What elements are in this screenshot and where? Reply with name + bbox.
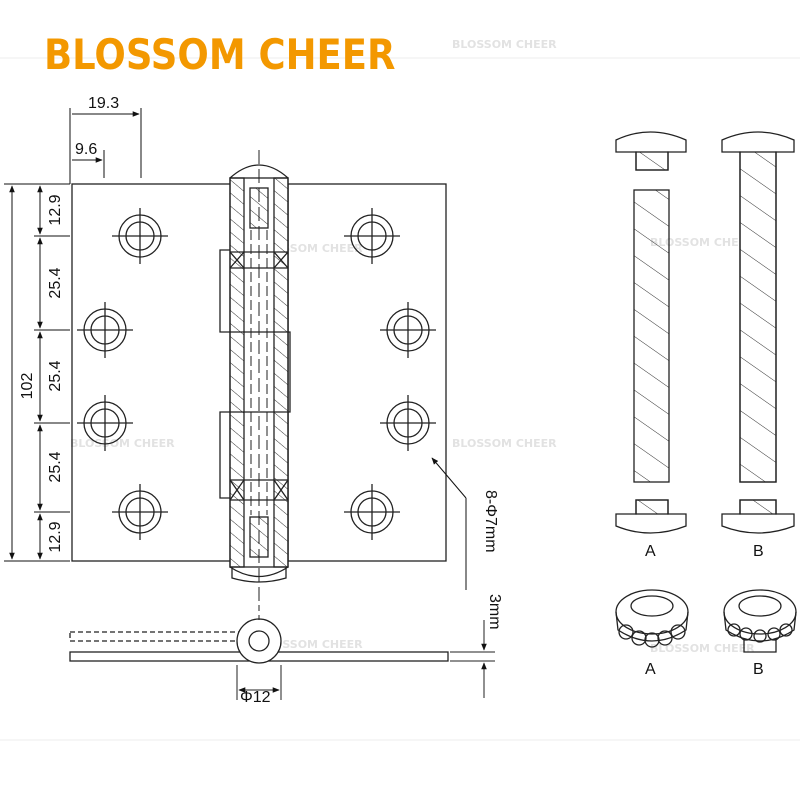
screw-hole — [77, 302, 133, 358]
watermark-text: BLOSSOM CHEER — [650, 236, 755, 249]
screw-hole — [112, 484, 168, 540]
brand-title: BLOSSOM CHEER — [44, 30, 396, 79]
washer-a-label: A — [645, 661, 656, 678]
dim-segment-1: 25.4 — [47, 267, 64, 298]
washer-a — [615, 589, 689, 648]
pin-a-label: A — [645, 543, 656, 560]
dim-segment-3: 25.4 — [47, 451, 64, 482]
watermark-lines — [0, 57, 800, 741]
left-dimensions — [4, 183, 70, 562]
washer-b — [723, 589, 797, 653]
watermark-text: BLOSSOM CHEER — [452, 38, 557, 51]
hinge-side-view — [69, 595, 495, 700]
knuckle-wall-left — [229, 177, 245, 568]
washer-b-label: B — [753, 661, 764, 678]
dim-pin-diameter: Φ12 — [240, 689, 271, 706]
dim-hole-offset: 9.6 — [75, 141, 97, 158]
screw-hole — [380, 302, 436, 358]
screw-hole — [344, 484, 400, 540]
screw-hole — [344, 208, 400, 264]
screw-hole — [380, 395, 436, 451]
dim-total-height: 102 — [19, 373, 36, 400]
watermarks: BLOSSOM CHEER BLOSSOM CHEER BLOSSOM CHEE… — [70, 38, 755, 655]
watermark-text: BLOSSOM CHEER — [70, 437, 175, 450]
dim-segment-top: 12.9 — [47, 194, 64, 225]
pin-a — [615, 131, 687, 534]
dim-hole-spec: 8-Φ7mm — [482, 490, 499, 553]
pin-b-label: B — [753, 543, 764, 560]
watermark-text: BLOSSOM CHEER — [650, 642, 755, 655]
right-leaf — [287, 183, 447, 562]
knuckle-wall-right — [273, 177, 289, 568]
knuckle-top-cap — [229, 164, 289, 179]
screw-holes — [77, 208, 436, 540]
dim-thickness: 3mm — [486, 594, 503, 630]
dim-top-width: 19.3 — [88, 95, 119, 112]
dim-segment-bottom: 12.9 — [47, 521, 64, 552]
watermark-text: BLOSSOM CHEER — [258, 638, 363, 651]
hinge-front-view — [71, 150, 447, 610]
screw-hole — [77, 395, 133, 451]
hole-spec-leader — [431, 457, 467, 590]
screw-hole — [112, 208, 168, 264]
pin-b — [721, 131, 795, 534]
watermark-text: BLOSSOM CHEER — [452, 437, 557, 450]
top-dimensions — [69, 108, 142, 184]
dim-segment-2: 25.4 — [47, 360, 64, 391]
